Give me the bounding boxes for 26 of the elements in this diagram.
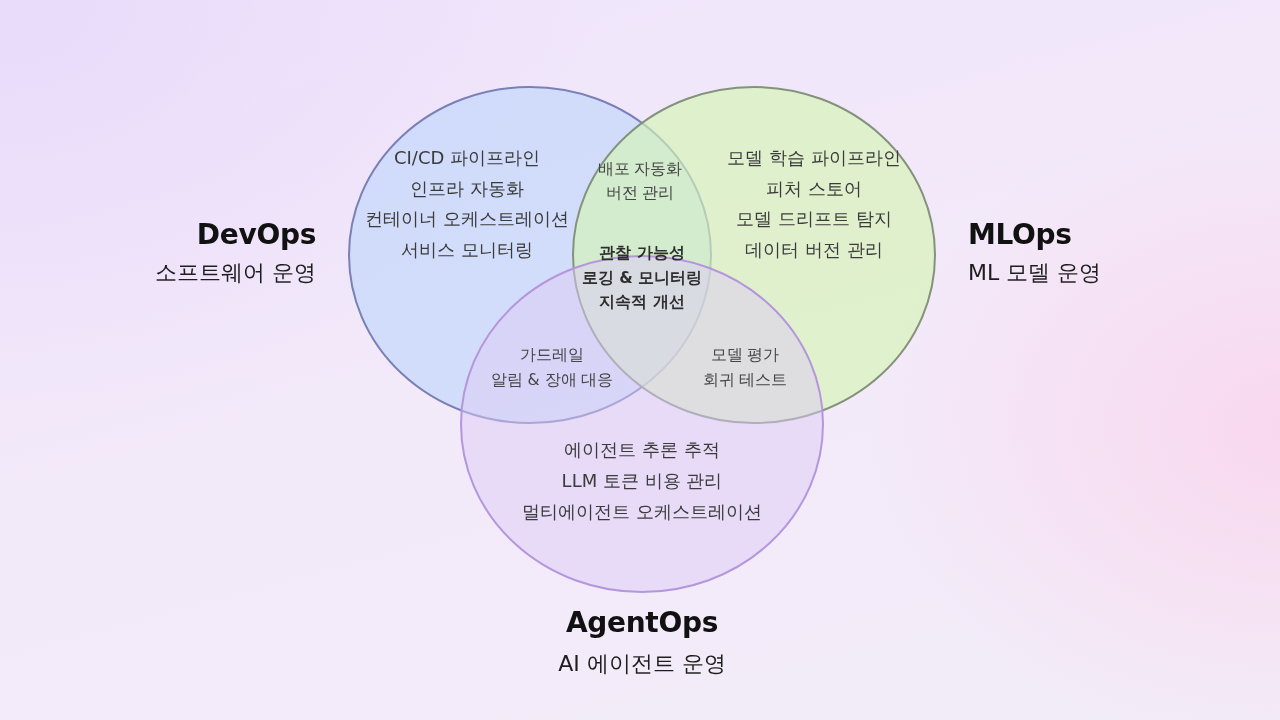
overlap-label: 지속적 개선 — [599, 292, 685, 312]
list-item: 서비스 모니터링 — [401, 238, 533, 261]
circle-title: DevOps — [196, 218, 316, 252]
list-item: 데이터 버전 관리 — [745, 238, 883, 261]
circle-title: MLOps — [968, 218, 1072, 252]
overlap-label: 회귀 테스트 — [702, 370, 788, 390]
list-item: LLM 토큰 비용 관리 — [561, 470, 723, 492]
list-item: 모델 학습 파이프라인 — [727, 147, 901, 169]
list-item: 인프라 자동화 — [410, 177, 524, 200]
overlap-label: 알림 & 장애 대응 — [490, 370, 614, 390]
circle-subtitle: ML 모델 운영 — [968, 259, 1102, 287]
overlap-label: 모델 평가 — [710, 345, 780, 365]
list-item: 컨테이너 오케스트레이션 — [365, 208, 569, 230]
list-item: 멀티에이전트 오케스트레이션 — [522, 501, 762, 523]
overlap-label: 관찰 가능성 — [599, 243, 685, 263]
circle-subtitle: 소프트웨어 운영 — [155, 259, 316, 287]
overlap-label: 로깅 & 모니터링 — [581, 268, 703, 288]
circle-title: AgentOps — [565, 606, 719, 640]
circle-subtitle: AI 에이전트 운영 — [558, 650, 726, 678]
list-item: 피처 스토어 — [766, 177, 862, 200]
overlap-label: 버전 관리 — [605, 183, 675, 203]
overlap-label: 배포 자동화 — [597, 159, 683, 179]
list-item: 에이전트 추론 추적 — [564, 439, 720, 461]
overlap-label: 가드레일 — [520, 345, 584, 365]
list-item: 모델 드리프트 탐지 — [736, 208, 892, 230]
list-item: CI/CD 파이프라인 — [393, 147, 541, 169]
